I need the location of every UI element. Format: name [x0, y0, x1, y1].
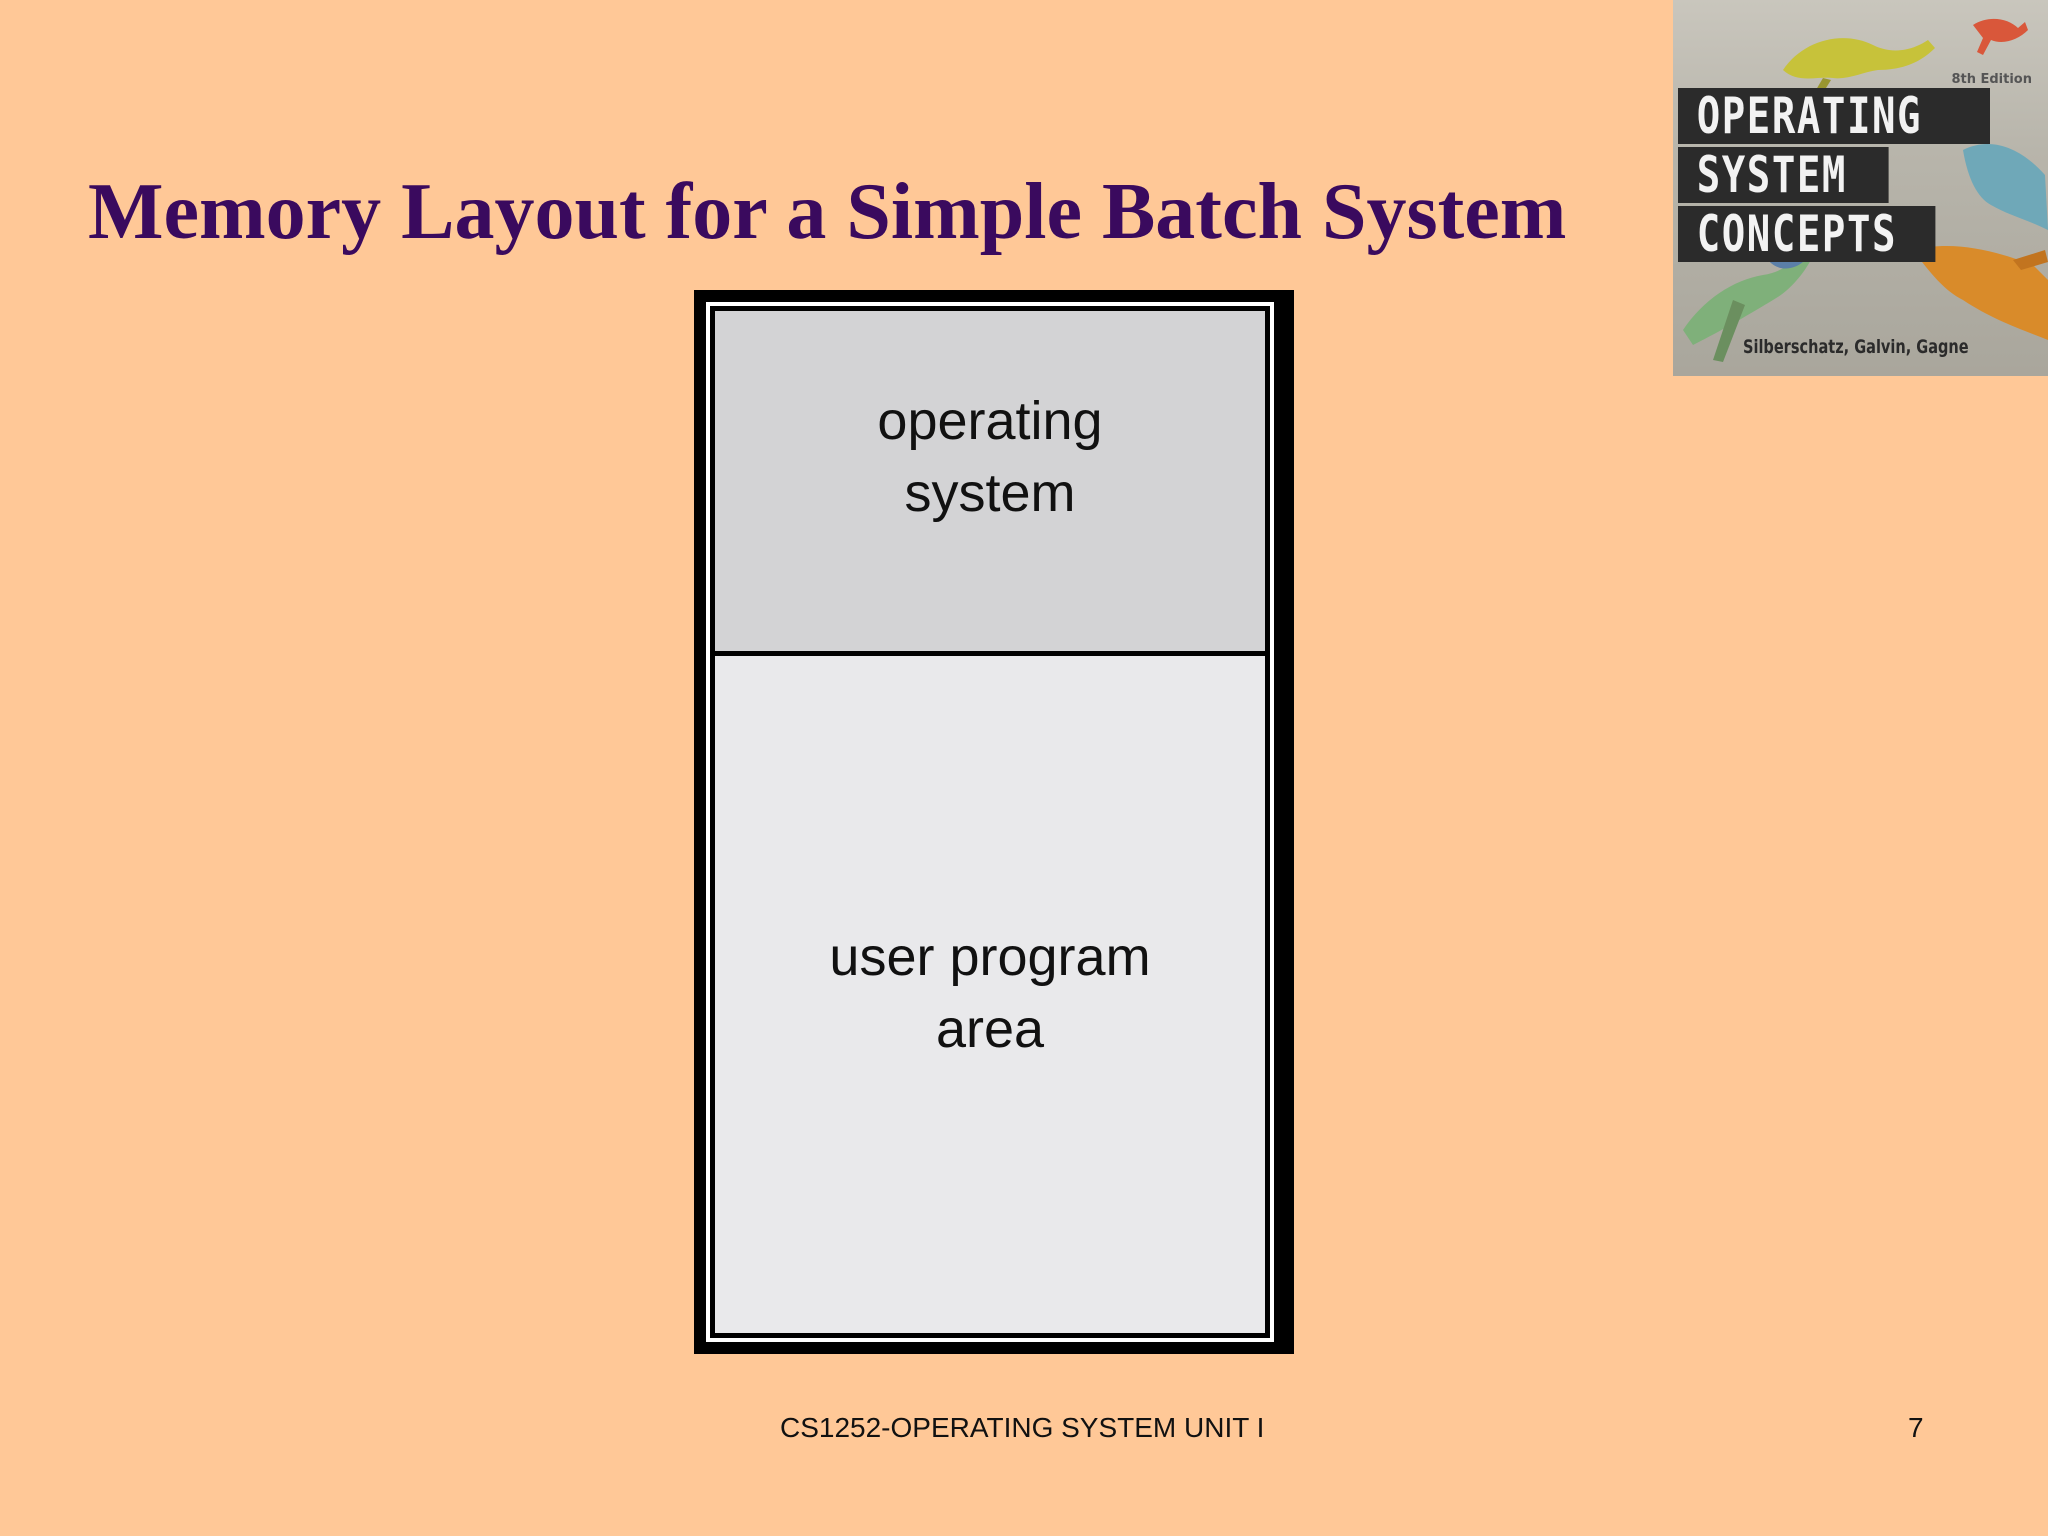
user-label-line-2: area — [935, 999, 1045, 1059]
cover-title-line-1: OPERATING — [1678, 88, 1990, 144]
dinosaur-illustration — [1683, 18, 2048, 362]
cover-authors: Silberschatz, Galvin, Gagne — [1743, 336, 1969, 358]
operating-system-region: operating system — [715, 311, 1265, 656]
memory-frame: operating system user program area — [710, 306, 1270, 1338]
cover-title-line-2: SYSTEM — [1678, 147, 1889, 203]
book-cover-image: 8th Edition OPERATING SYSTEM CONCEPTS Si… — [1673, 0, 2048, 376]
slide-footer: CS1252-OPERATING SYSTEM UNIT I — [780, 1412, 1265, 1443]
page-number: 7 — [1908, 1412, 1924, 1443]
os-label-line-2: system — [904, 463, 1076, 523]
operating-system-label: operating system — [877, 385, 1102, 529]
os-label-line-1: operating — [877, 391, 1103, 451]
memory-diagram-inner: operating system user program area — [706, 302, 1274, 1342]
memory-layout-diagram: operating system user program area — [694, 290, 1294, 1354]
user-program-region: user program area — [715, 656, 1265, 1333]
cover-title-line-3: CONCEPTS — [1678, 206, 1936, 262]
user-label-line-1: user program — [829, 927, 1151, 987]
slide-title: Memory Layout for a Simple Batch System — [88, 168, 1567, 256]
cover-edition: 8th Edition — [1951, 72, 2032, 87]
user-program-label: user program area — [715, 921, 1265, 1065]
